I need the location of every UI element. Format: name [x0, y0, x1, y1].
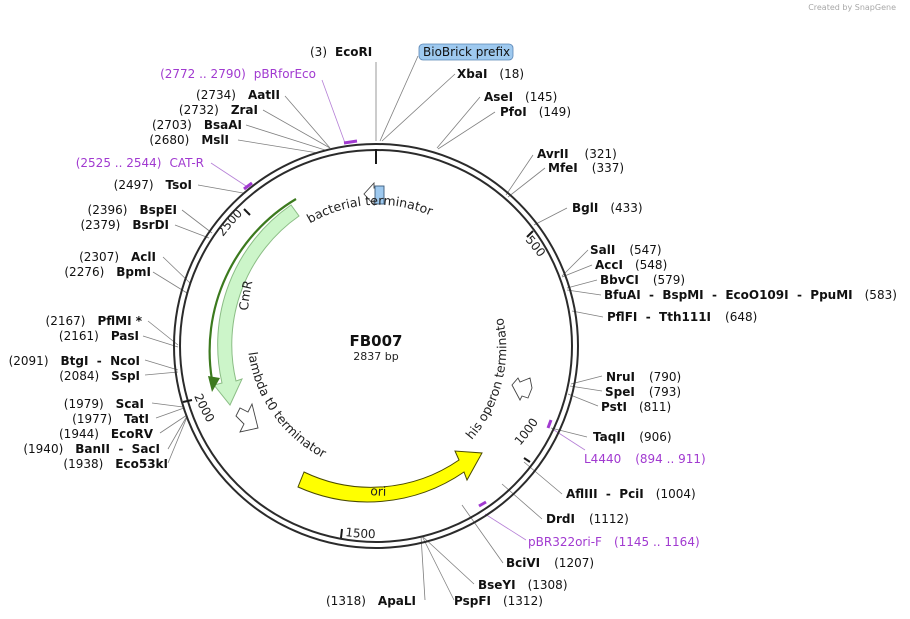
lambda-t0-terminator-arrow[interactable]: [235, 402, 259, 433]
cmr-label: CmR: [236, 278, 255, 310]
tick-label-2500: 2500: [214, 206, 245, 239]
cmr-direction-line: [208, 198, 297, 381]
enzyme-label-btgi-group[interactable]: (2091)BtgI - NcoI: [9, 354, 140, 368]
primer-label-cat-r[interactable]: (2525 .. 2544)CAT-R: [76, 156, 204, 170]
tick-marks: [182, 149, 534, 539]
enzyme-label-msli[interactable]: (2680)MslI: [149, 133, 229, 147]
enzyme-label-apali[interactable]: (1318)ApaLI: [326, 594, 416, 608]
enzyme-label-bseyi[interactable]: BseYI(1308): [478, 578, 568, 592]
enzyme-label-psti[interactable]: PstI(811): [601, 400, 671, 414]
enzyme-label-tati[interactable]: (1977)TatI: [72, 412, 149, 426]
primer-label-pbrforeco[interactable]: (2772 .. 2790)pBRforEco: [160, 67, 316, 81]
enzyme-label-xbai[interactable]: XbaI(18): [457, 67, 524, 81]
primer-label-pbr322ori-f[interactable]: pBR322ori-F(1145 .. 1164): [528, 535, 700, 549]
enzyme-label-zrai[interactable]: (2732)ZraI: [179, 103, 258, 117]
biobrick-prefix-label: BioBrick prefix: [423, 45, 510, 59]
enzyme-label-pflmi[interactable]: (2167)PflMI *: [46, 314, 143, 328]
enzyme-label-bgli[interactable]: BglI(433): [572, 201, 643, 215]
enzyme-label-tsoi[interactable]: (2497)TsoI: [114, 178, 192, 192]
enzyme-label-avrii[interactable]: AvrII(321): [537, 147, 617, 161]
enzyme-label-bbvci[interactable]: BbvCI(579): [600, 273, 685, 287]
tick-label-1000: 1000: [512, 416, 541, 448]
enzyme-label-pflfi-group[interactable]: PflFI - Tth111I(648): [607, 310, 757, 324]
cmr-direction-head: [208, 376, 220, 392]
ori-label: ori: [370, 483, 387, 499]
enzyme-label-bsaai[interactable]: (2703)BsaAI: [152, 118, 242, 132]
biobrick-prefix-block[interactable]: [374, 185, 385, 205]
enzyme-label-bcivi[interactable]: BciVI(1207): [506, 556, 594, 570]
enzyme-label-banii-group[interactable]: (1940)BanII - SacI: [23, 442, 160, 456]
enzyme-label-bspei[interactable]: (2396)BspEI: [88, 203, 177, 217]
plasmid-length: 2837 bp: [353, 350, 398, 363]
enzyme-label-bsrdi[interactable]: (2379)BsrDI: [80, 218, 169, 232]
biobrick-prefix-label-box[interactable]: [418, 43, 514, 61]
primer-leaders: [210, 79, 586, 541]
enzyme-label-pasi[interactable]: (2161)PasI: [59, 329, 139, 343]
enzyme-label-drdi[interactable]: DrdI(1112): [546, 512, 629, 526]
enzyme-label-afliii-group[interactable]: AflIII - PciI(1004): [566, 487, 696, 501]
enzyme-label-bfuai-group[interactable]: BfuAI - BspMI - EcoO109I - PpuMI(583): [604, 288, 897, 302]
enzyme-label-ecorv[interactable]: (1944)EcoRV: [59, 427, 154, 441]
backbone-outer: [173, 143, 579, 549]
enzyme-label-taqii[interactable]: TaqII(906): [593, 430, 672, 444]
enzyme-label-spei[interactable]: SpeI(793): [605, 385, 681, 399]
ori-feature-arrow[interactable]: [297, 450, 483, 503]
enzyme-label-scai[interactable]: (1979)ScaI: [64, 397, 144, 411]
plasmid-name: FB007: [350, 332, 403, 350]
enzyme-label-mfei[interactable]: MfeI(337): [548, 161, 624, 175]
leader-lines: [142, 55, 604, 601]
primer-marks: [243, 139, 553, 508]
enzyme-label-bpmi[interactable]: (2276)BpmI: [64, 265, 151, 279]
enzyme-label-sspi[interactable]: (2084)SspI: [59, 369, 140, 383]
enzyme-label-aatii[interactable]: (2734)AatII: [196, 88, 280, 102]
enzyme-label-asei[interactable]: AseI(145): [484, 90, 557, 104]
enzyme-label-acli[interactable]: (2307)AclI: [79, 250, 156, 264]
tick-label-1500: 1500: [345, 525, 376, 541]
tick-label-500: 500: [523, 233, 548, 260]
snapgene-credit: Created by SnapGene: [808, 3, 896, 12]
enzyme-label-eco53ki[interactable]: (1938)Eco53kI: [63, 457, 168, 471]
enzyme-label-ecori[interactable]: (3)EcoRI: [310, 45, 372, 59]
enzyme-label-pfoi[interactable]: PfoI(149): [500, 105, 571, 119]
cmr-feature-arrow[interactable]: [213, 204, 300, 406]
his-operon-terminator-arrow[interactable]: [511, 377, 533, 401]
enzyme-label-acci[interactable]: AccI(548): [595, 258, 667, 272]
enzyme-label-frui[interactable]: NruI(790): [606, 370, 681, 384]
enzyme-label-pspfi[interactable]: PspFI(1312): [454, 594, 543, 608]
primer-label-l4440[interactable]: L4440(894 .. 911): [584, 452, 706, 466]
enzyme-label-sali[interactable]: SalI(547): [590, 243, 662, 257]
lambda-t0-terminator-label: lambda t0 terminator: [245, 351, 329, 461]
